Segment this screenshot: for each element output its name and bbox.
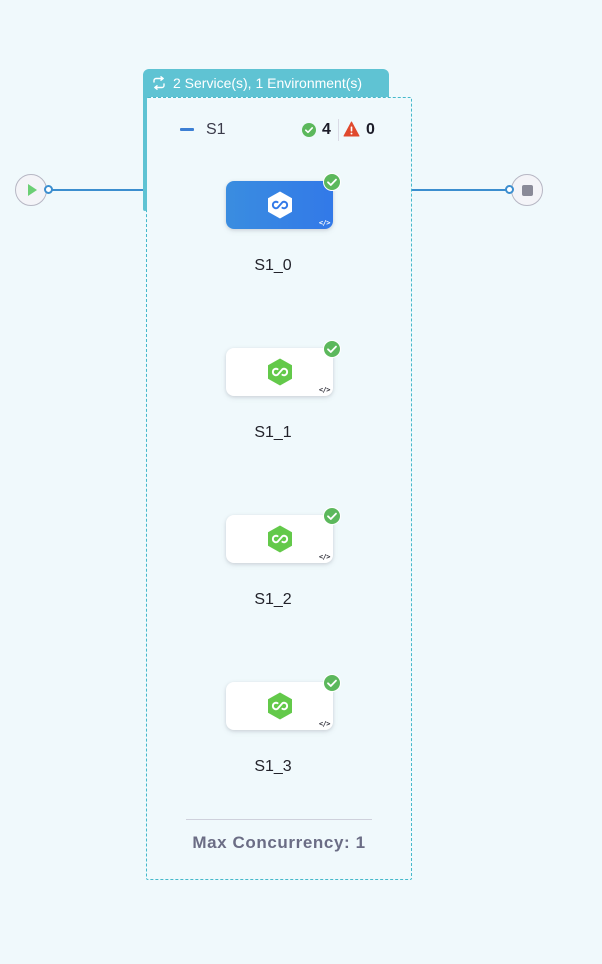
footer-divider (186, 819, 372, 820)
group-left-accent (143, 97, 147, 211)
stop-icon (521, 184, 533, 196)
start-output-port[interactable] (44, 185, 53, 194)
link-hexagon-icon (267, 358, 292, 386)
step-node[interactable]: </> (226, 515, 333, 563)
success-count: 4 (322, 121, 331, 138)
step-label: S1_0 (254, 257, 292, 274)
warning-icon (343, 121, 360, 137)
check-circle-icon (323, 340, 341, 358)
step-node[interactable]: </> (226, 181, 333, 229)
pipeline-end-node[interactable] (511, 174, 543, 206)
step-label: S1_2 (254, 591, 292, 608)
code-icon: </> (318, 386, 331, 394)
stage-name: S1 (206, 121, 226, 138)
matrix-group-header[interactable]: 2 Service(s), 1 Environment(s) (143, 69, 389, 97)
collapse-icon[interactable] (180, 128, 194, 131)
play-icon (28, 184, 37, 196)
code-icon: </> (318, 720, 331, 728)
count-divider (338, 119, 339, 141)
check-circle-icon (323, 507, 341, 525)
success-count-icon (302, 123, 316, 137)
step-node[interactable]: </> (226, 348, 333, 396)
check-circle-icon (323, 173, 341, 191)
end-input-port[interactable] (505, 185, 514, 194)
code-icon: </> (318, 219, 331, 227)
group-tab-label: 2 Service(s), 1 Environment(s) (173, 75, 363, 91)
loop-icon (153, 76, 165, 90)
end-edge (412, 189, 508, 191)
warning-count: 0 (366, 121, 375, 138)
pipeline-start-node[interactable] (15, 174, 47, 206)
max-concurrency-label: Max Concurrency: 1 (192, 833, 366, 852)
check-circle-icon (323, 674, 341, 692)
matrix-group-container (146, 97, 412, 880)
step-node[interactable]: </> (226, 682, 333, 730)
link-hexagon-icon (267, 692, 292, 720)
link-hexagon-icon (267, 191, 292, 219)
start-edge (52, 189, 144, 191)
code-icon: </> (318, 553, 331, 561)
link-hexagon-icon (267, 525, 292, 553)
step-label: S1_1 (254, 424, 292, 441)
step-label: S1_3 (254, 758, 292, 775)
